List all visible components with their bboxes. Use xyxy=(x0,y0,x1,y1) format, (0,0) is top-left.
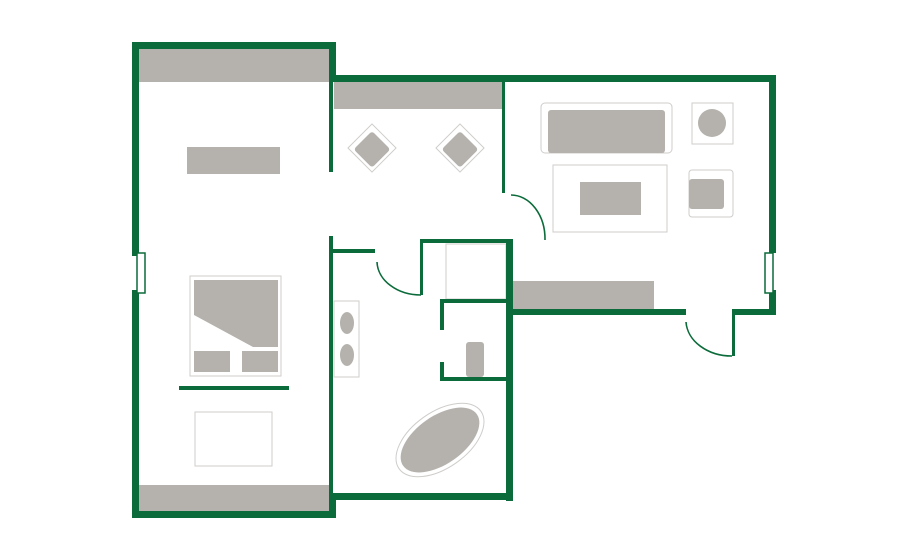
bedroom-bottom-wardrobe xyxy=(139,485,329,511)
door-swing-bathroom[interactable] xyxy=(376,261,422,296)
wall xyxy=(769,290,776,315)
door-swing-living[interactable] xyxy=(510,194,546,241)
wall xyxy=(132,290,139,518)
wall xyxy=(502,80,505,193)
armchair-living xyxy=(689,179,724,209)
toilet xyxy=(466,342,484,377)
furniture-layer xyxy=(139,49,734,511)
doors-layer xyxy=(376,194,733,357)
wall xyxy=(132,42,139,256)
wall xyxy=(732,309,776,315)
wall xyxy=(333,249,375,253)
headboard-line xyxy=(179,386,289,390)
bedroom-rug xyxy=(194,411,273,467)
wall xyxy=(506,309,686,315)
wall xyxy=(132,511,336,518)
wall xyxy=(329,80,333,172)
wall xyxy=(440,299,508,303)
wall xyxy=(732,309,735,356)
pillow-left xyxy=(194,351,230,372)
wall xyxy=(329,493,336,518)
wall xyxy=(440,362,444,381)
wall xyxy=(329,42,336,82)
wall xyxy=(440,299,444,330)
pillow-right xyxy=(242,351,278,372)
wall xyxy=(329,75,776,82)
wall xyxy=(440,377,508,381)
side-table-lamp xyxy=(698,109,726,137)
bedroom-top-wardrobe xyxy=(139,49,329,82)
armchair-left xyxy=(347,123,397,173)
window xyxy=(764,252,774,294)
hall-top-cabinet xyxy=(334,82,502,109)
coffee-table xyxy=(580,182,641,215)
wall xyxy=(329,236,333,498)
sofa xyxy=(548,110,665,153)
sink-2 xyxy=(340,344,354,366)
wall xyxy=(329,493,513,500)
door-swing-entrance[interactable] xyxy=(685,321,733,357)
walls-layer xyxy=(132,42,776,518)
window xyxy=(136,252,146,294)
bathtub xyxy=(395,402,485,478)
wall xyxy=(420,239,423,295)
wall xyxy=(421,239,513,243)
bed-duvet xyxy=(194,280,278,347)
armchair-right xyxy=(435,123,485,173)
wall xyxy=(132,42,336,49)
closet-box xyxy=(445,243,507,300)
sink-1 xyxy=(340,312,354,334)
living-sideboard xyxy=(512,281,654,309)
bedroom-dresser xyxy=(187,147,280,174)
wall xyxy=(769,75,776,253)
wall xyxy=(506,239,513,501)
